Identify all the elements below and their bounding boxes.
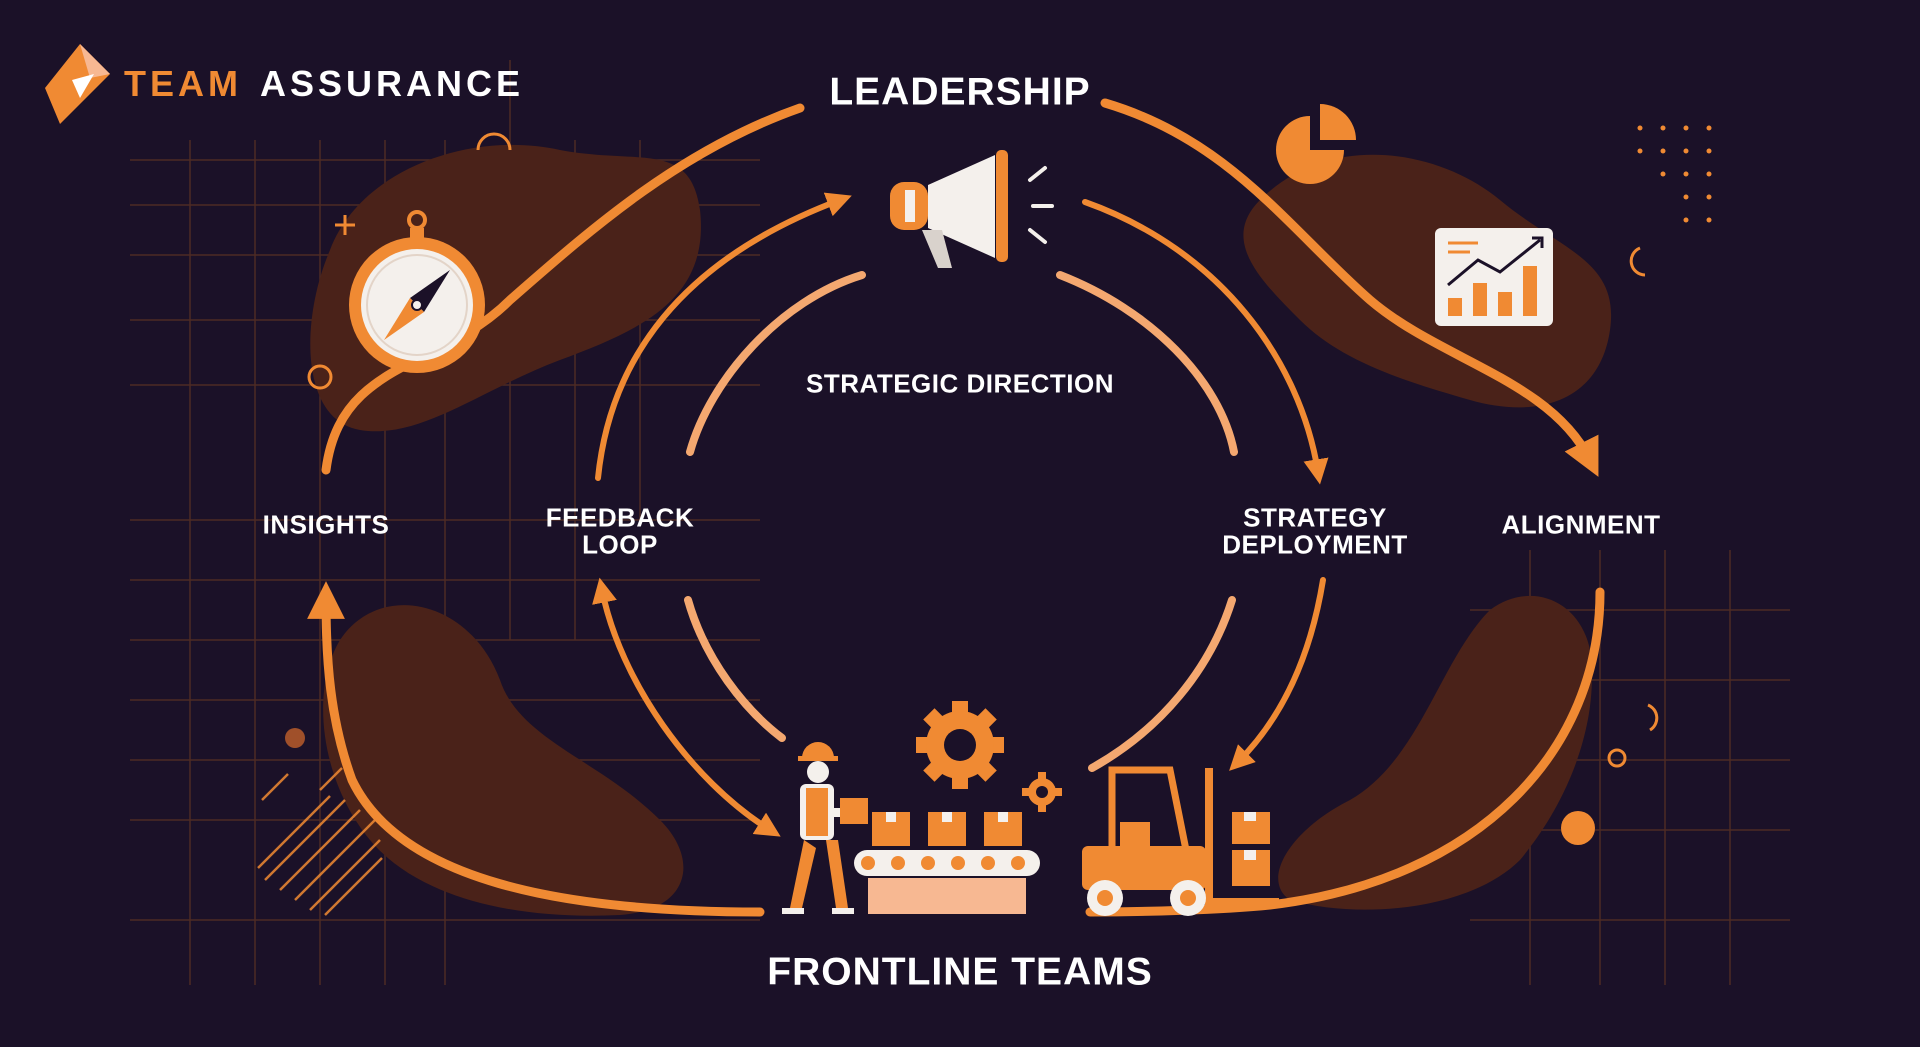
label-feedback-loop-line1: FEEDBACK (545, 502, 695, 533)
blob-bottom-left (323, 605, 684, 916)
conveyor-belt-icon (854, 812, 1040, 914)
label-frontline-teams: FRONTLINE TEAMS (767, 950, 1153, 994)
diamond-logo-icon (45, 44, 110, 124)
forklift-icon (1082, 766, 1279, 916)
arrow-feedback-to-leadership (595, 192, 852, 481)
brand-word-team: TEAM (124, 63, 242, 104)
arrow-leadership-to-deployment (1082, 199, 1329, 485)
blob-bottom-right (1278, 595, 1592, 910)
bar-chart-icon (1435, 228, 1553, 326)
label-strategy-deployment-line1: STRATEGY (1243, 502, 1387, 533)
arrow-frontline-to-feedback (592, 577, 781, 837)
label-feedback-loop: FEEDBACK LOOP (545, 502, 695, 560)
brand-word-assurance: ASSURANCE (260, 63, 525, 104)
label-strategy-deployment: STRATEGY DEPLOYMENT (1222, 502, 1408, 560)
decor-shapes (307, 132, 1659, 768)
arrow-deployment-to-frontline (1229, 577, 1326, 771)
label-leadership: LEADERSHIP (829, 70, 1091, 114)
arc-inner-bottom-right (1088, 596, 1236, 772)
arc-inner-top-left (686, 271, 866, 456)
label-strategy-deployment-line2: DEPLOYMENT (1222, 530, 1408, 560)
blob-top-right (1243, 154, 1612, 408)
label-alignment: ALIGNMENT (1501, 509, 1661, 540)
decor-dot-left (285, 728, 305, 748)
label-insights: INSIGHTS (262, 509, 390, 540)
arc-inner-bottom-left (684, 596, 786, 742)
gear-icon (916, 701, 1062, 812)
decor-dot-right (1561, 811, 1595, 845)
arrow-insights-to-leadership (321, 103, 805, 475)
pie-chart-icon (1276, 104, 1356, 184)
dot-matrix (1637, 125, 1712, 223)
arrow-leadership-to-alignment (1100, 98, 1599, 477)
hatch-pattern (257, 767, 383, 916)
label-feedback-loop-line2: LOOP (582, 530, 658, 560)
arrow-frontline-to-insights (307, 581, 765, 917)
label-strategic-direction: STRATEGIC DIRECTION (805, 368, 1115, 399)
arc-inner-top-right (1056, 271, 1238, 456)
compass-icon (349, 210, 485, 373)
brand-logo: TEAM ASSURANCE (118, 42, 524, 126)
arrow-alignment-to-frontline (1085, 587, 1605, 917)
megaphone-icon (890, 150, 1054, 268)
worker-icon (782, 742, 868, 914)
